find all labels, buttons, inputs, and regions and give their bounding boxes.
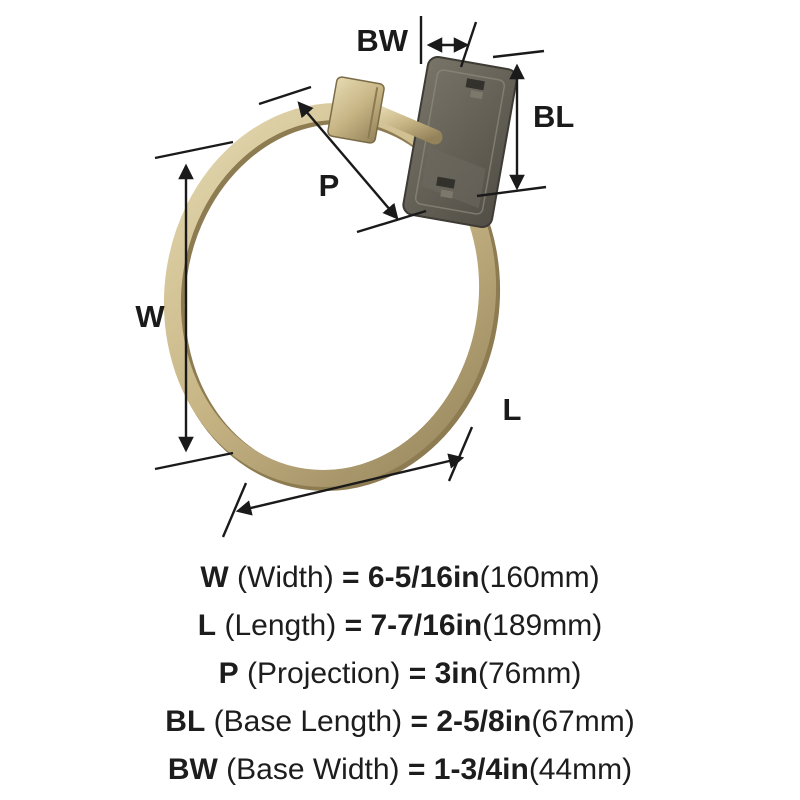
base-plate (402, 55, 518, 229)
p-dimension-arrow (297, 101, 399, 220)
spec-row-base-width: BW (Base Width) = 1-3/4in(44mm) (0, 746, 800, 794)
spec-value-metric: (76mm) (477, 657, 582, 690)
towel-ring-dimension-diagram: BW BL P W L (135, 16, 574, 538)
spec-equals: = (407, 753, 426, 786)
spec-letter: BW (167, 753, 218, 786)
dimension-lines: BW BL P W L (135, 16, 574, 538)
spec-letter: W (200, 561, 229, 594)
spec-list: W (Width) = 6-5/16in(160mm) L (Length) =… (0, 548, 800, 794)
dim-label-p: P (319, 168, 340, 203)
spec-value-metric: (189mm) (482, 609, 603, 642)
spec-value-metric: (160mm) (479, 561, 600, 594)
spec-row-width: W (Width) = 6-5/16in(160mm) (0, 554, 800, 602)
spec-equals: = (342, 561, 360, 594)
spec-letter: L (197, 609, 217, 642)
base-plate-face (402, 55, 518, 229)
base-clip-top (465, 78, 485, 91)
p-extension-bottom (356, 209, 427, 234)
ring-flange (327, 76, 385, 144)
l-extension-right (447, 426, 474, 482)
spec-value-imperial: 1-3/4in (433, 753, 529, 786)
spec-equals: = (408, 657, 427, 690)
base-plate-highlight (421, 146, 486, 209)
spec-letter: BL (165, 705, 206, 738)
base-clip-top-lip (469, 90, 483, 100)
spec-equals: = (410, 705, 428, 738)
bl-extension-top (492, 49, 545, 59)
spec-name: (Width) (237, 561, 334, 594)
spec-equals: = (344, 609, 363, 642)
spec-name: (Length) (224, 609, 337, 642)
dim-label-w: W (135, 299, 165, 334)
w-extension-bottom (154, 451, 234, 471)
bl-extension-bottom (476, 185, 547, 198)
spec-value-metric: (67mm) (531, 705, 635, 738)
base-clip-bottom (436, 176, 456, 189)
spec-row-length: L (Length) = 7-7/16in(189mm) (0, 602, 800, 650)
spec-name: (Projection) (247, 657, 401, 690)
dim-label-bw: BW (356, 23, 408, 58)
spec-value-metric: (44mm) (528, 753, 633, 786)
l-dimension-arrow (235, 453, 465, 516)
spec-value-imperial: 6-5/16in (367, 561, 480, 594)
p-extension-top (258, 85, 312, 106)
dim-label-bl: BL (533, 99, 574, 134)
spec-name: (Base Width) (226, 753, 400, 786)
spec-row-projection: P (Projection) = 3in(76mm) (0, 650, 800, 698)
base-clip-bottom-lip (440, 189, 454, 199)
towel-ring-illustration (163, 55, 518, 492)
spec-value-imperial: 2-5/8in (436, 705, 532, 738)
dim-label-l: L (503, 392, 522, 427)
w-extension-top (154, 140, 234, 160)
spec-value-imperial: 7-7/16in (370, 609, 483, 642)
spec-name: (Base Length) (213, 705, 403, 738)
spec-letter: P (218, 657, 239, 690)
ring-flange-face (327, 76, 385, 144)
spec-value-imperial: 3in (434, 657, 478, 690)
spec-row-base-length: BL (Base Length) = 2-5/8in(67mm) (0, 698, 800, 746)
